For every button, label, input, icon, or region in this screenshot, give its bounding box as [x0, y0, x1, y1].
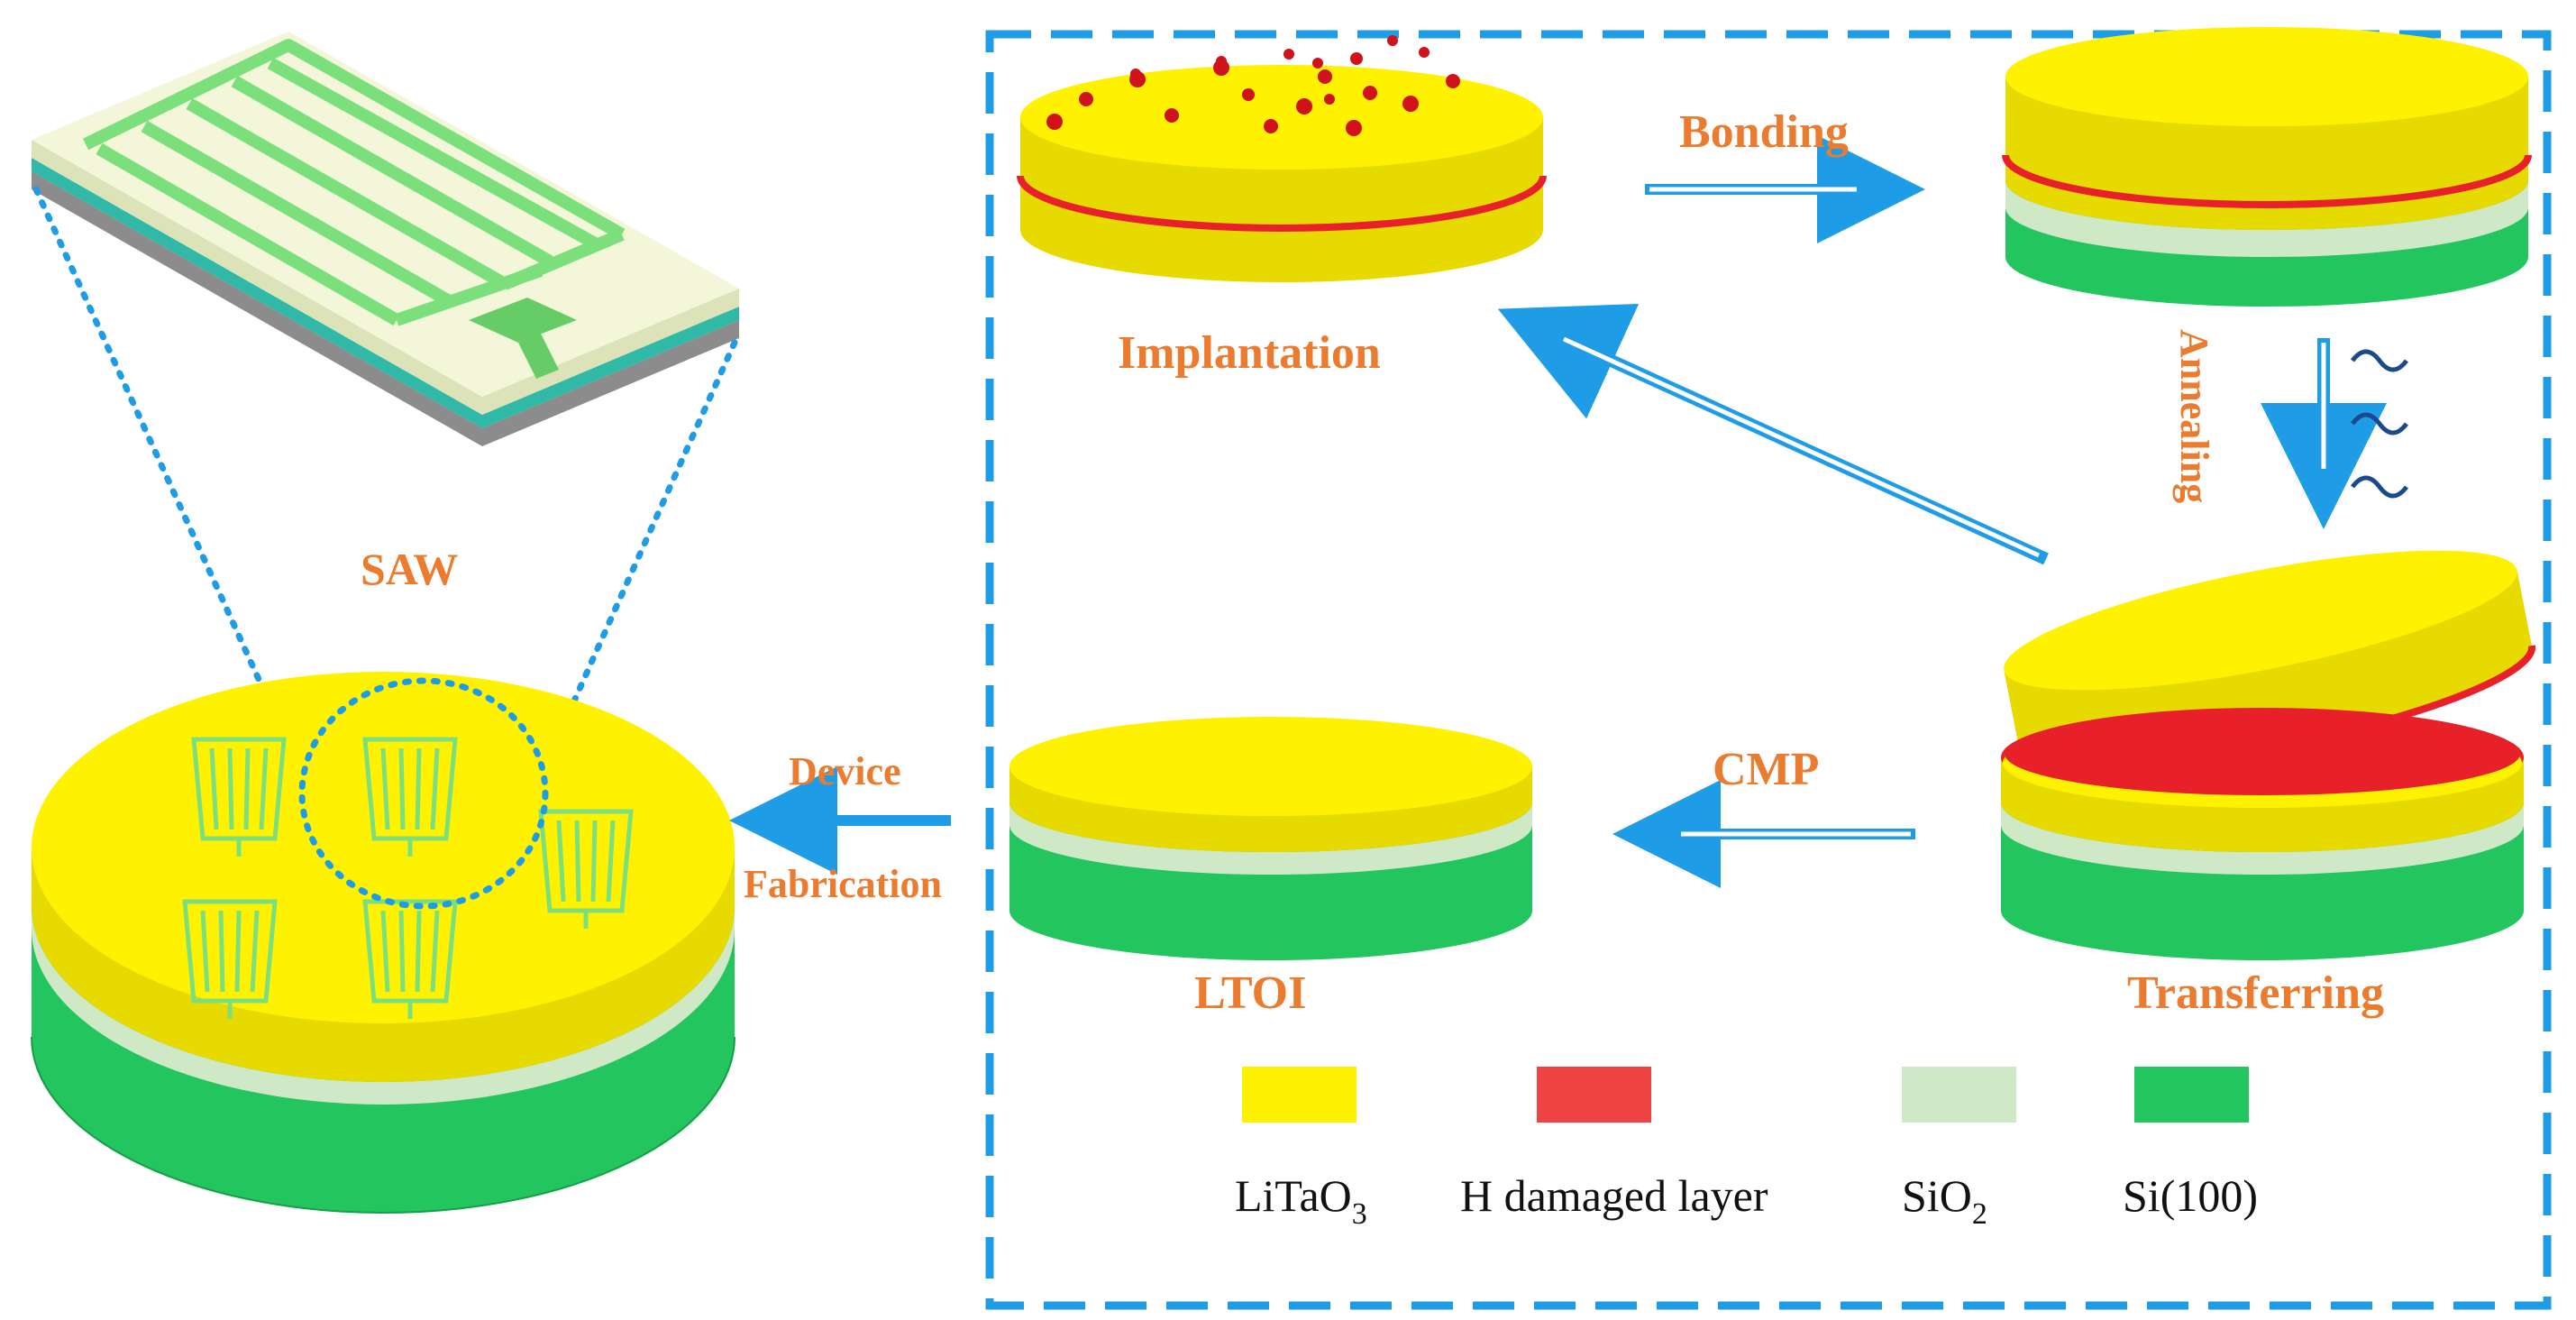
- annealing-label: Annealing: [2172, 329, 2216, 503]
- saw-label: SAW: [361, 544, 458, 594]
- cmp-label: CMP: [1713, 744, 1819, 795]
- device-label: Device: [789, 749, 901, 793]
- legend-swatch-si100: [2134, 1067, 2249, 1123]
- legend-label-h-damaged: H damaged layer: [1460, 1170, 1768, 1221]
- hydrogen-ions: [1046, 35, 1460, 136]
- legend-label-sio2: SiO2: [1902, 1170, 1987, 1231]
- legend-label-litao3: LiTaO3: [1235, 1170, 1367, 1231]
- legend-swatch-sio2: [1902, 1067, 2016, 1123]
- bonding-label: Bonding: [1679, 106, 1849, 158]
- implantation-label: Implantation: [1118, 327, 1381, 379]
- transferring-wafer: [2001, 708, 2524, 960]
- legend: LiTaO3 H damaged layer SiO2 Si(100): [1235, 1067, 2258, 1231]
- saw-chip: [32, 32, 739, 446]
- fabrication-label: Fabrication: [744, 862, 942, 906]
- device-wafer: [31, 672, 735, 1214]
- wafer-saw-devices: [182, 737, 634, 1019]
- ltoi-label: LTOI: [1194, 967, 1306, 1019]
- legend-swatch-litao3: [1242, 1067, 1357, 1123]
- zoom-circle: [298, 677, 549, 910]
- legend-swatch-h-damaged: [1537, 1067, 1651, 1123]
- heat-wave-icon: [2351, 349, 2408, 499]
- legend-label-si100: Si(100): [2123, 1170, 2258, 1221]
- recycle-arrow-inner: [1562, 336, 2041, 558]
- bonded-wafer: [2002, 27, 2532, 307]
- implantation-wafer: [1017, 65, 1547, 282]
- saw-bus-pad: [469, 298, 577, 379]
- transferring-label: Transferring: [2127, 967, 2384, 1019]
- ltoi-wafer: [1009, 717, 1532, 960]
- saw-idt-electrodes: [82, 39, 626, 326]
